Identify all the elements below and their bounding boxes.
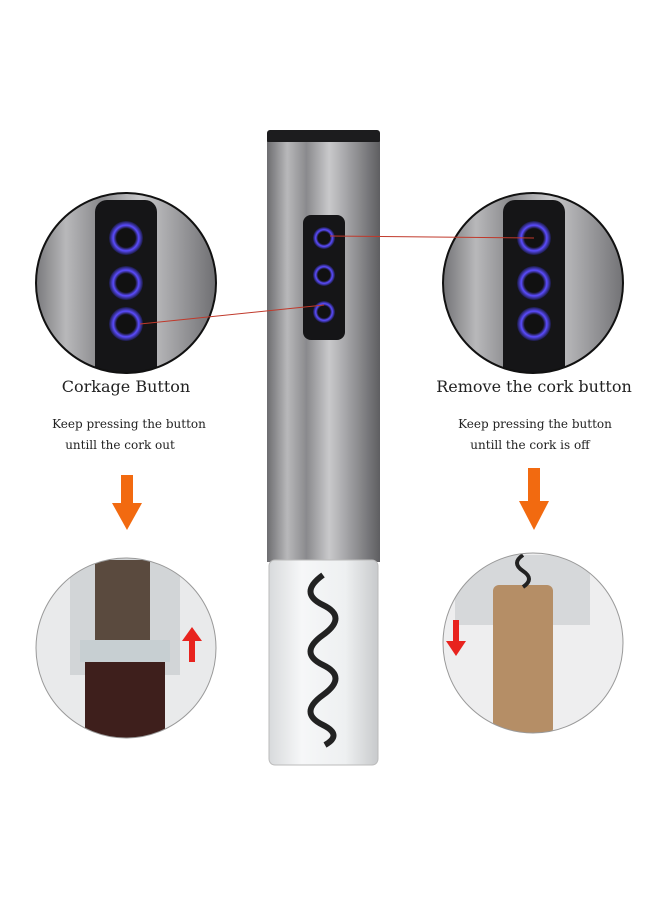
right-panel-title: Remove the cork button — [436, 377, 632, 396]
right-instruction-line1: Keep pressing the button — [458, 417, 612, 431]
pointer-line-right — [329, 235, 535, 239]
pointer-line-left — [139, 304, 325, 325]
top-cap — [267, 130, 380, 144]
left-panel-title: Corkage Button — [61, 377, 191, 396]
light-button-icon — [313, 264, 335, 286]
orange-arrow-down-icon — [112, 475, 142, 530]
left-instruction-line1: Keep pressing the button — [52, 417, 206, 431]
wine-opener-device — [267, 130, 380, 766]
bottle-neck-photo — [36, 558, 216, 738]
right-zoom-circle — [443, 193, 623, 373]
orange-arrow-down-icon — [519, 468, 549, 530]
red-arrow-up-icon — [182, 627, 202, 662]
remove-cork-button-icon — [313, 227, 335, 249]
left-zoom-circle — [36, 193, 216, 373]
left-instruction-line2: untill the cork out — [65, 438, 175, 452]
corkage-button-icon — [313, 301, 335, 323]
silver-body — [267, 142, 380, 562]
red-arrow-down-icon — [446, 620, 466, 656]
control-panel — [303, 215, 345, 340]
corkscrew-spiral — [307, 572, 339, 748]
right-instruction-line2: untill the cork is off — [470, 438, 590, 452]
